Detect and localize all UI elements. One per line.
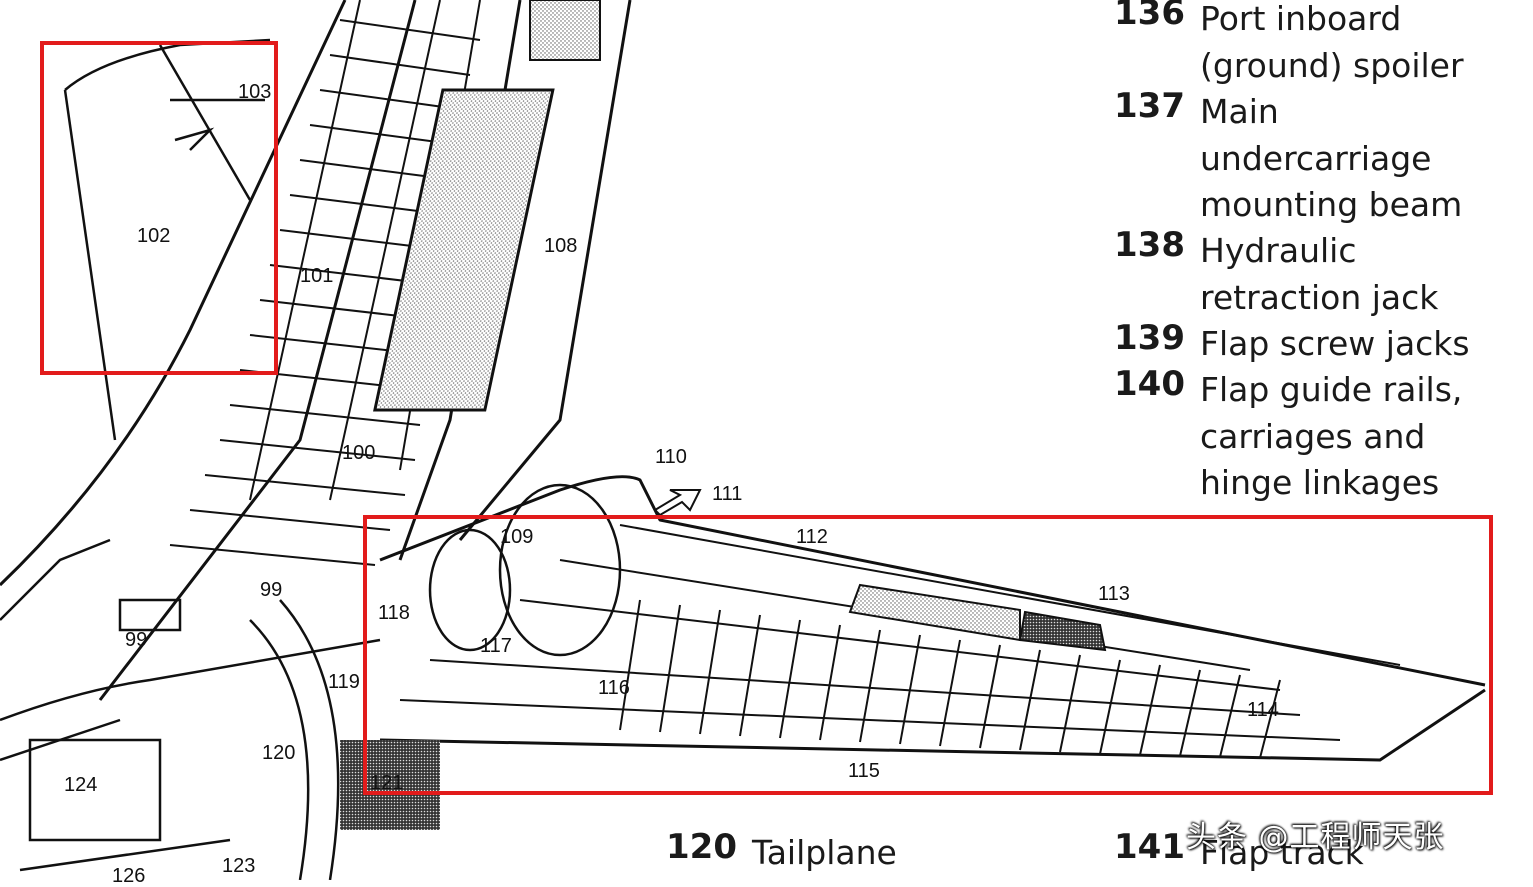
callout-101: 101 xyxy=(300,265,334,287)
callout-110: 110 xyxy=(655,446,687,468)
callout-113: 113 xyxy=(1098,583,1130,605)
legend-number: 137 xyxy=(1114,86,1185,126)
fin-structure xyxy=(0,0,632,701)
legend-description: Hydraulic retraction jack xyxy=(1200,231,1439,317)
callout-126: 126 xyxy=(112,865,146,887)
callout-99-upper: 99 xyxy=(260,579,283,601)
callout-100: 100 xyxy=(342,442,376,464)
callout-109: 109 xyxy=(500,526,534,548)
callout-121: 121 xyxy=(370,772,404,794)
legend-description: Flap track xyxy=(1200,833,1364,872)
legend-number: 141 xyxy=(1114,827,1185,867)
tailplane-ribs xyxy=(619,599,1281,759)
callout-124: 124 xyxy=(64,774,98,796)
legend-number: 120 xyxy=(666,827,737,867)
airflow-arrow xyxy=(653,489,702,517)
legend-description: Port inboard (ground) spoiler xyxy=(1200,0,1464,85)
callout-111: 111 xyxy=(712,483,743,505)
callout-123: 123 xyxy=(222,855,256,877)
rudder-panel xyxy=(373,88,555,412)
callout-102: 102 xyxy=(137,225,171,247)
callout-116: 116 xyxy=(598,677,630,699)
callout-115: 115 xyxy=(848,760,880,782)
fin-tip-panel xyxy=(529,0,601,61)
legend-number: 140 xyxy=(1114,364,1185,404)
callout-103: 103 xyxy=(238,81,272,103)
legend-description: Flap screw jacks xyxy=(1200,324,1470,363)
legend-description: Tailplane xyxy=(752,833,897,872)
callout-99-lower: 99 xyxy=(125,629,148,651)
legend-number: 136 xyxy=(1114,0,1185,33)
fin-leading-section xyxy=(63,38,271,441)
callout-112: 112 xyxy=(796,526,828,548)
callout-120: 120 xyxy=(262,742,296,764)
fuselage-dark-panel xyxy=(340,740,440,830)
fin-highlight-box xyxy=(40,41,278,375)
callout-118: 118 xyxy=(378,602,410,624)
watermark: 头条 @工程师天张 xyxy=(1186,820,1445,855)
callout-108: 108 xyxy=(544,235,578,257)
legend-number: 138 xyxy=(1114,225,1185,265)
fuselage-structure xyxy=(0,483,622,880)
callout-119: 119 xyxy=(328,671,360,693)
tailplane-highlight-box xyxy=(363,515,1493,795)
callout-117: 117 xyxy=(480,635,512,657)
legend-number: 139 xyxy=(1114,318,1185,358)
callout-114: 114 xyxy=(1247,699,1279,721)
balance-panel xyxy=(1018,610,1107,652)
tailplane-structure xyxy=(379,475,1486,762)
legend-description: Flap guide rails, carriages and hinge li… xyxy=(1200,370,1463,502)
legend-description: Main undercarriage mounting beam xyxy=(1200,92,1463,224)
